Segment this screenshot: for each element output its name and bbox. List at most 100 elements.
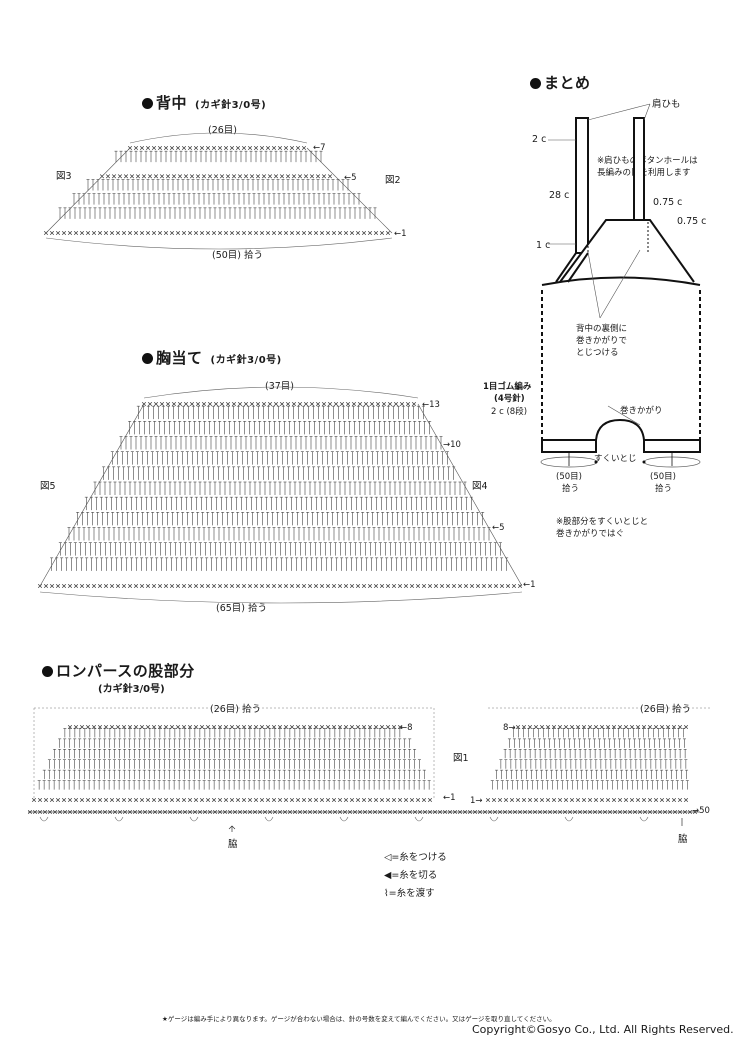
back-sc-row [147, 174, 153, 179]
bib-sc-row [363, 401, 369, 407]
bib-fig-left: 図5 [40, 481, 56, 492]
crotch-left-sc [313, 797, 319, 803]
bib-sc-row [321, 401, 327, 407]
back-sc-row [201, 174, 207, 179]
crotch-left-sc [127, 724, 133, 730]
crotch-left-sc [163, 724, 169, 730]
back-sc-row [73, 230, 79, 236]
crotch-base-row [432, 809, 438, 815]
back-row-1: ←1 [394, 229, 407, 239]
crotch-right-sc [629, 724, 635, 730]
back-sc-row [285, 174, 291, 179]
crotch-left-sc [415, 797, 421, 803]
bib-sc-row [205, 583, 211, 589]
crotch-base-row [132, 809, 138, 815]
crotch-base-row [557, 809, 563, 815]
back-sc-row [213, 174, 219, 179]
bib-sc-row [325, 583, 331, 589]
bib-sc-row [153, 401, 159, 407]
bullet-icon [530, 78, 541, 89]
sukui-label: すくいとじ [594, 454, 637, 464]
back-sc-row [307, 230, 313, 236]
back-sc-row [271, 230, 277, 236]
crotch-base-row [222, 809, 228, 815]
crotch-base-row [262, 809, 268, 815]
crotch-left-sc [151, 797, 157, 803]
back-right-edge [306, 147, 393, 234]
crotch-base-row [507, 809, 513, 815]
crotch-right-sc [551, 797, 557, 803]
back-sc-row [253, 230, 259, 236]
back-sc-row [259, 145, 265, 151]
bib-title: 胸当て(カギ針3/0号) [142, 347, 282, 368]
crotch-right-sc [509, 797, 515, 803]
back-sc-row [267, 174, 273, 179]
back-sc-row [249, 174, 255, 179]
crotch-right-sc [617, 797, 623, 803]
bib-sc-row [237, 401, 243, 407]
back-sc-row [237, 174, 243, 179]
back-sc-row [255, 174, 261, 179]
strap-note-1: ※肩ひものボタンホールは [597, 156, 698, 166]
bib-sc-row [387, 401, 393, 407]
bib-sc-row [193, 583, 199, 589]
crotch-left-sc [391, 724, 397, 730]
crotch-left-sc [133, 797, 139, 803]
crotch-left-sc [121, 724, 127, 730]
back-sc-row [205, 230, 211, 236]
crotch-base-row [137, 809, 143, 815]
crotch-base-row [617, 809, 623, 815]
crotch-base-row [642, 809, 648, 815]
bib-sc-row [499, 583, 505, 589]
crotch-left-sc [337, 797, 343, 803]
bib-sc-row [403, 583, 409, 589]
crotch-left-sc [271, 797, 277, 803]
crotch-base-row [327, 809, 333, 815]
crotch-left-sc [289, 797, 295, 803]
back-sc-row [111, 174, 117, 179]
assembly-title: まとめ [530, 72, 591, 93]
bib-sc-row [241, 583, 247, 589]
bib-row-1: ←1 [523, 580, 536, 590]
crotch-base-row [547, 809, 553, 815]
crotch-right-sc [569, 724, 575, 730]
crotch-base-row [77, 809, 83, 815]
crotch-base-row [142, 809, 148, 815]
crotch-base-row [562, 809, 568, 815]
crotch-base-row [122, 809, 128, 815]
back-row-5: ←5 [344, 173, 357, 183]
back-sc-row [133, 230, 139, 236]
crotch-left-sc [103, 724, 109, 730]
back-sc-row [223, 145, 229, 151]
bib-sc-row [97, 583, 103, 589]
attach-note-2: 巻きかがりで [576, 336, 628, 346]
crotch-left-sc [289, 724, 295, 730]
crotch-right-sc [659, 797, 665, 803]
crotch-left-sc [337, 724, 343, 730]
crotch-base-row [572, 809, 578, 815]
back-sc-row [189, 174, 195, 179]
back-sc-row [217, 145, 223, 151]
bib-sc-row [157, 583, 163, 589]
left-strap [575, 117, 589, 254]
crotch-base-row [62, 809, 68, 815]
bib-sc-row [303, 401, 309, 407]
crotch-left-sc [229, 724, 235, 730]
crotch-right-sc [593, 724, 599, 730]
crotch-right-sc [647, 724, 653, 730]
crotch-left-sc [91, 797, 97, 803]
crotch-left-sc [253, 797, 259, 803]
crotch-base-row [422, 809, 428, 815]
crotch-left-sc [367, 724, 373, 730]
back-sc-row [181, 230, 187, 236]
crotch-left-sc [85, 724, 91, 730]
leader-lines [548, 103, 651, 245]
crotch-left-sc [241, 797, 247, 803]
crotch-base-row [682, 809, 688, 815]
crotch-left-sc [73, 797, 79, 803]
crotch-base-row [152, 809, 158, 815]
back-sc-row [301, 145, 307, 151]
crotch-left-sc [307, 724, 313, 730]
bib-sc-row [177, 401, 183, 407]
